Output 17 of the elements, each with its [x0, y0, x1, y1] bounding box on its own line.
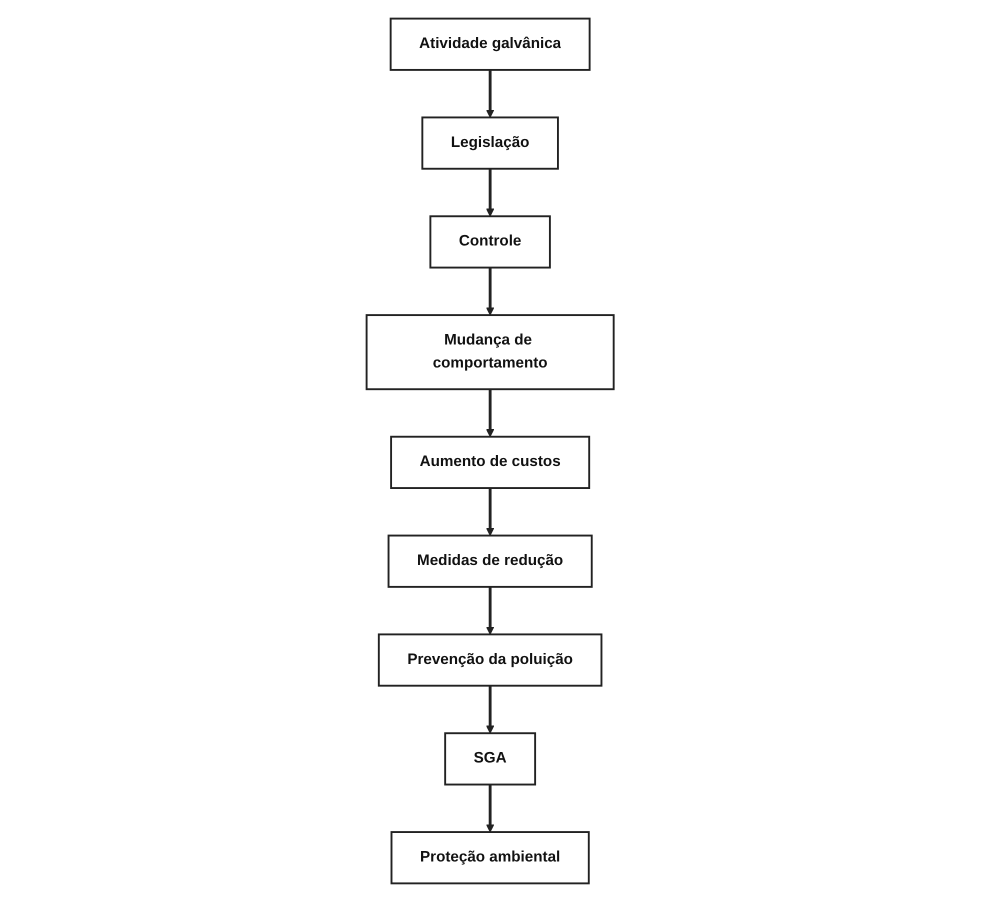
node-box: Mudança de comportamento [366, 314, 615, 390]
node-box: Medidas de redução [388, 534, 594, 588]
node-box: SGA [444, 732, 536, 786]
node-box: Legislação [422, 116, 560, 170]
node-box: Atividade galvânica [390, 18, 591, 71]
arrow [486, 389, 495, 438]
node-box: Proteção ambiental [390, 831, 590, 884]
arrow [486, 268, 495, 316]
arrow [486, 586, 495, 635]
arrow [486, 168, 495, 217]
arrow [486, 686, 495, 734]
node-box: Prevenção da poluição [378, 633, 603, 687]
arrow [486, 488, 495, 536]
arrow [486, 784, 495, 832]
arrow [486, 70, 495, 118]
node-box: Aumento de custos [390, 436, 590, 489]
node-box: Controle [430, 215, 552, 269]
